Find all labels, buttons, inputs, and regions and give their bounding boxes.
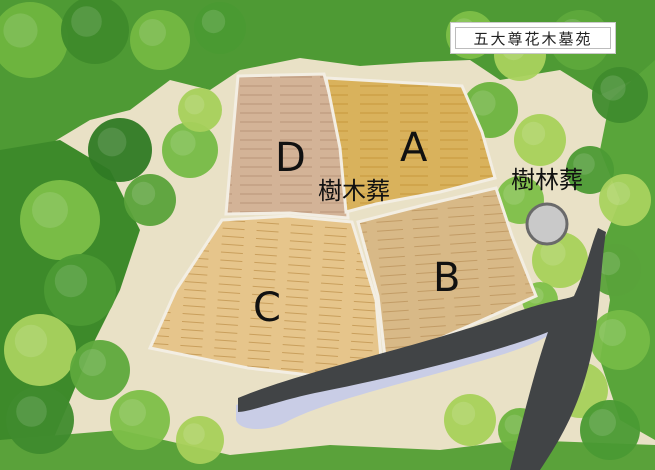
- tree-cluster: [580, 400, 640, 460]
- tree-cluster: [590, 310, 650, 370]
- tree-cluster: [130, 10, 190, 70]
- tree-cluster: [6, 386, 74, 454]
- section-label-d: D: [275, 135, 306, 181]
- tree-highlight: [184, 94, 205, 115]
- section-label-b: B: [433, 255, 461, 301]
- tree-cluster: [592, 67, 648, 123]
- tree-cluster: [178, 88, 222, 132]
- tree-highlight: [521, 121, 546, 146]
- tree-highlight: [470, 90, 496, 116]
- tree-highlight: [170, 130, 196, 156]
- plot-a-shape: [324, 76, 497, 214]
- section-label-c: C: [253, 285, 281, 331]
- tree-cluster: [514, 114, 566, 166]
- tree-highlight: [183, 423, 205, 445]
- tree-cluster: [532, 232, 588, 288]
- tree-highlight: [32, 192, 68, 228]
- tree-cluster: [176, 416, 224, 464]
- monument-circle: [525, 202, 569, 246]
- tree-highlight: [131, 181, 156, 206]
- tree-cluster: [110, 390, 170, 450]
- tree-cluster: [599, 174, 651, 226]
- tree-cluster: [88, 118, 152, 182]
- tree-highlight: [599, 319, 626, 346]
- map-title: 五大尊花木墓苑: [455, 27, 611, 49]
- tree-burial-label: 樹木葬: [318, 177, 390, 205]
- tree-highlight: [14, 324, 48, 358]
- tree-cluster: [20, 180, 100, 260]
- section-label-a: A: [400, 125, 428, 171]
- tree-highlight: [600, 75, 626, 101]
- tree-cluster: [162, 122, 218, 178]
- tree-cluster: [194, 2, 246, 54]
- tree-highlight: [606, 181, 631, 206]
- road: [238, 228, 606, 470]
- tree-cluster: [4, 314, 76, 386]
- tree-highlight: [3, 13, 38, 48]
- tree-highlight: [503, 183, 525, 205]
- tree-highlight: [573, 153, 595, 175]
- plot-b-shape: [356, 186, 538, 369]
- tree-highlight: [589, 409, 616, 436]
- tree-cluster: [566, 146, 614, 194]
- tree-highlight: [97, 127, 127, 157]
- tree-highlight: [16, 396, 47, 427]
- tree-highlight: [79, 349, 106, 376]
- tree-highlight: [119, 399, 146, 426]
- tree-highlight: [71, 6, 102, 37]
- tree-cluster: [70, 340, 130, 400]
- tree-highlight: [54, 264, 88, 298]
- tree-highlight: [504, 414, 525, 435]
- tree-highlight: [201, 9, 226, 34]
- tree-highlight: [540, 240, 566, 266]
- tree-highlight: [139, 19, 166, 46]
- tree-cluster: [44, 254, 116, 326]
- forest-burial-label: 樹林葬: [511, 166, 583, 194]
- tree-cluster: [61, 0, 129, 64]
- title-banner: 五大尊花木墓苑: [450, 22, 616, 54]
- tree-cluster: [124, 174, 176, 226]
- tree-cluster: [0, 2, 68, 78]
- tree-highlight: [451, 401, 476, 426]
- tree-cluster: [444, 394, 496, 446]
- plot-d-shape: [224, 72, 350, 220]
